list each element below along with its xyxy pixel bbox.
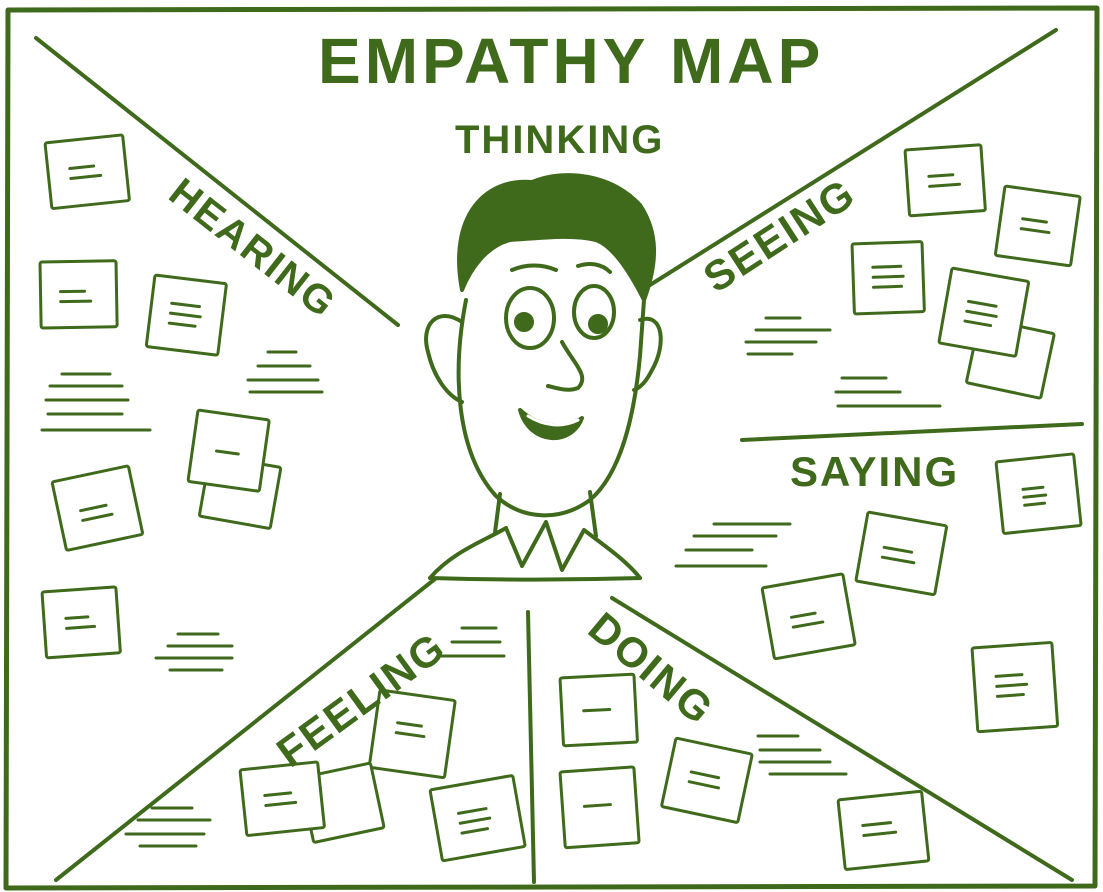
face-collar-base xyxy=(428,576,642,582)
sticky-note-icon xyxy=(428,774,527,863)
sticky-note-icon xyxy=(854,510,948,597)
sticky-note-icon xyxy=(558,672,639,748)
sticky-note-icon xyxy=(43,133,131,210)
sticky-note-icon xyxy=(558,765,641,850)
face-right-ear xyxy=(632,316,663,392)
sticky-note-icon xyxy=(238,760,326,837)
map-title: EMPATHY MAP xyxy=(318,25,825,97)
section-label-thinking: THINKING xyxy=(455,118,665,162)
sticky-note-icon xyxy=(186,408,271,493)
sticky-note-icon xyxy=(660,736,754,824)
face-outline xyxy=(456,298,646,518)
sticky-note-icon xyxy=(50,464,144,552)
face-mouth-teeth xyxy=(526,414,580,427)
face-right-pupil xyxy=(588,314,608,334)
sticky-note-icon xyxy=(970,641,1060,734)
sticky-note-icon xyxy=(937,266,1030,358)
face-left-ear xyxy=(424,314,464,404)
face-nose xyxy=(546,340,585,392)
face-left-brow xyxy=(510,263,558,272)
sticky-note-icon xyxy=(850,240,926,316)
sticky-note-icon xyxy=(144,273,228,357)
face-right-brow xyxy=(576,262,612,274)
sticky-note-icon xyxy=(40,585,122,660)
section-label-saying: SAYING xyxy=(790,448,960,495)
sticky-note-icon xyxy=(760,572,857,661)
sticky-note-icon xyxy=(38,259,119,330)
face-illustration xyxy=(424,173,663,582)
sticky-note-icon xyxy=(994,452,1083,535)
sticky-notes xyxy=(38,133,1083,871)
sticky-note-icon xyxy=(903,143,987,218)
quadrant-dividers xyxy=(34,28,1084,884)
face-hair xyxy=(457,173,657,302)
text-lines xyxy=(40,316,942,848)
frame-border xyxy=(3,5,1100,891)
sticky-note-icon xyxy=(994,184,1082,268)
face-left-pupil xyxy=(514,312,534,332)
face-collar xyxy=(428,520,642,580)
sticky-note-icon xyxy=(836,789,931,871)
sticky-note-icon xyxy=(367,688,457,780)
